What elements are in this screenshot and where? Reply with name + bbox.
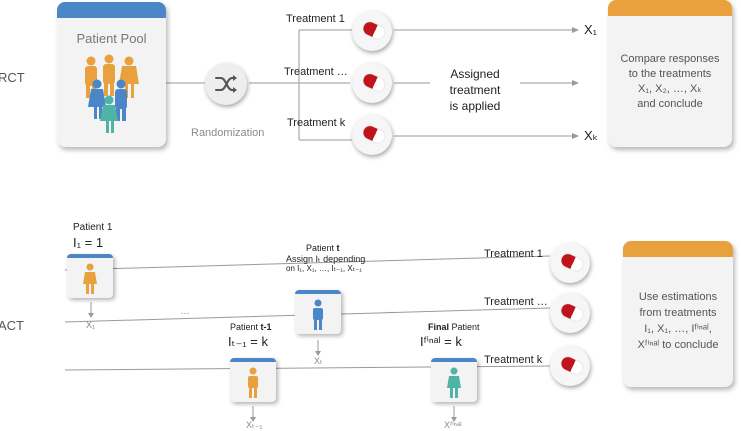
final-x: Xᶠⁱⁿᵃˡ	[444, 420, 462, 430]
patient-1-assign: I₁ = 1	[73, 235, 104, 250]
final-patient-card	[431, 358, 477, 402]
patient-t-desc-1: Assign Iₜ depending	[286, 254, 366, 264]
act-treatment-k-label: Treatment k	[484, 354, 543, 366]
use-line-4: Xᶠⁱⁿᵃˡ to conclude	[637, 339, 719, 351]
patient-t-1-label: Patient t-1	[230, 322, 272, 332]
use-line-1: Use estimations	[638, 291, 718, 303]
patient-t-1-bold: t-1	[260, 322, 272, 332]
patient-t-x: Xₜ	[314, 356, 323, 366]
rct-xk-label: Xₖ	[584, 128, 599, 143]
person-icon	[83, 263, 97, 294]
rct-treatment-k-label: Treatment k	[287, 117, 346, 129]
compare-line-1: Compare responses	[620, 53, 720, 65]
compare-text: Compare responses to the treatments X₁, …	[608, 52, 732, 112]
pill-icon	[361, 123, 387, 146]
assigned-line-2: is applied	[449, 99, 501, 113]
act-pill-mid	[550, 293, 590, 333]
rct-side-label: RCT	[0, 70, 25, 85]
patient-1-card	[67, 254, 113, 298]
patient-t-1-x: Xₜ₋₁	[246, 420, 263, 430]
final-suffix: Patient	[449, 322, 480, 332]
assigned-line-1: Assigned treatment	[449, 67, 501, 97]
assigned-treatment-note: Assigned treatment is applied	[424, 66, 526, 114]
patient-t-label: Patient t	[306, 243, 340, 253]
use-line-2: from treatments	[639, 307, 717, 319]
patient-t-1-card	[230, 358, 276, 402]
use-line-3: I₁, X₁, …, Iᶠⁱⁿᵃˡ,	[644, 323, 712, 335]
patient-t-prefix: Patient	[306, 243, 337, 253]
people-group-icon	[85, 54, 139, 133]
rct-treatment-mid-label: Treatment …	[284, 66, 348, 78]
shuffle-icon	[215, 75, 237, 93]
ellipsis-1: …	[180, 306, 190, 317]
compare-card: Compare responses to the treatments X₁, …	[608, 0, 732, 147]
act-pill-k	[550, 346, 590, 386]
pill-icon	[559, 354, 585, 377]
final-bold: Final	[428, 322, 450, 332]
pill-icon	[559, 301, 585, 324]
use-estimations-card: Use estimations from treatments I₁, X₁, …	[623, 241, 733, 387]
person-icon	[447, 367, 461, 398]
rct-treatment-1-label: Treatment 1	[286, 13, 345, 25]
pill-icon	[559, 251, 585, 274]
act-side-label: ACT	[0, 318, 24, 333]
patient-1-x: X₁	[86, 320, 96, 330]
patient-t-card	[295, 290, 341, 334]
patient-pool-card: Patient Pool	[57, 2, 166, 147]
compare-line-3: X₁, X₂, …, Xₖ	[637, 83, 702, 95]
final-patient-label: Final Patient	[428, 322, 480, 332]
randomization-node	[205, 63, 247, 105]
act-treatment-mid-label: Treatment …	[484, 296, 548, 308]
rct-pill-1	[352, 11, 392, 51]
pill-icon	[361, 71, 387, 94]
person-icon	[248, 367, 258, 398]
rct-pill-k	[352, 115, 392, 155]
patient-1-label: Patient 1	[73, 222, 113, 233]
patient-t-bold: t	[336, 243, 340, 253]
patient-pool-title: Patient Pool	[76, 31, 147, 46]
compare-line-4: and conclude	[637, 98, 703, 110]
pill-icon	[361, 19, 387, 42]
randomization-label: Randomization	[191, 127, 265, 139]
act-treatment-1-label: Treatment 1	[484, 248, 543, 260]
ellipsis-2: …	[385, 305, 395, 316]
act-pill-1	[550, 243, 590, 283]
final-assign: Iᶠⁱⁿᵃˡ = k	[420, 334, 462, 349]
patient-t-desc-2: on I₁, X₁, …, Iₜ₋₁, Xₜ₋₁	[286, 264, 362, 273]
use-text: Use estimations from treatments I₁, X₁, …	[623, 289, 733, 353]
compare-line-2: to the treatments	[628, 68, 712, 80]
patient-t-1-prefix: Patient	[230, 322, 261, 332]
patient-t-1-assign: Iₜ₋₁ = k	[228, 334, 269, 349]
rct-x1-label: X₁	[584, 22, 598, 37]
rct-pill-mid	[352, 63, 392, 103]
person-icon	[313, 299, 323, 330]
